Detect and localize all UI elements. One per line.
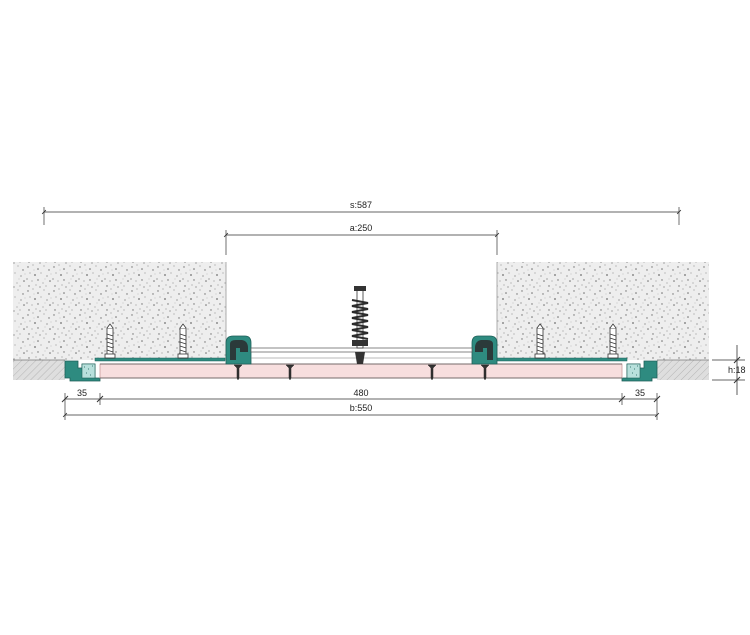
- base-strip-right: [496, 357, 628, 362]
- insert-left: [81, 363, 96, 379]
- insert-right: [626, 363, 641, 379]
- dimension-h-label: h:18: [728, 365, 746, 375]
- bridge-bar: [250, 347, 473, 353]
- centering-spring: [351, 286, 369, 364]
- dimension-middle-label: 480: [353, 388, 368, 398]
- concrete-slab-right: [497, 262, 709, 360]
- dimension-a: a:250: [223, 223, 500, 255]
- screed-layer-right: [657, 360, 709, 380]
- dimension-s-label: s:587: [350, 200, 372, 210]
- insert-right-dots: [630, 365, 638, 376]
- dimension-subdivisions: 35 480 35: [61, 388, 661, 405]
- dimension-right-flange-label: 35: [635, 388, 645, 398]
- dimension-b: b:550: [62, 403, 660, 420]
- dimension-h: h:18: [712, 345, 746, 395]
- screed-layer-left: [13, 360, 65, 380]
- cover-plate: [99, 363, 623, 379]
- dimension-s: s:587: [41, 200, 682, 225]
- base-strip-left: [94, 357, 226, 362]
- rubber-gasket-right: [471, 335, 498, 365]
- rubber-gasket-left: [225, 335, 252, 365]
- dimension-left-flange-label: 35: [77, 388, 87, 398]
- dimension-a-label: a:250: [350, 223, 373, 233]
- dimension-b-label: b:550: [350, 403, 373, 413]
- concrete-slab-left: [13, 262, 226, 360]
- insert-left-dots: [84, 365, 93, 376]
